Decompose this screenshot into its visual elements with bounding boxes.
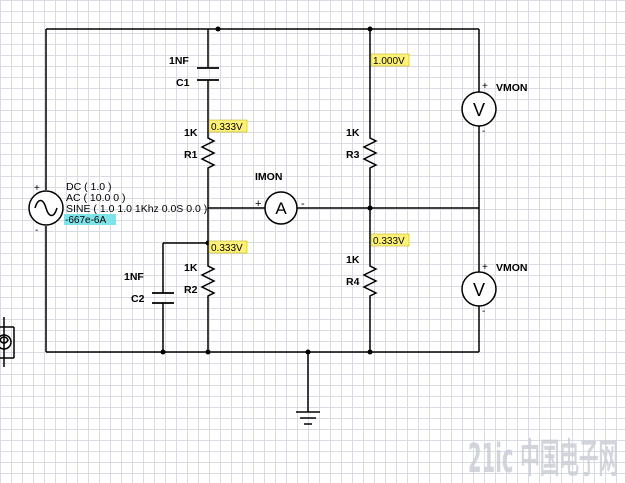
r4-ref: R4: [346, 276, 360, 288]
voltmeter-symbol: V: [473, 100, 485, 120]
plus-sign: +: [482, 81, 488, 92]
resistor-r3[interactable]: 1K R3: [346, 127, 378, 174]
r1-value: 1K: [184, 127, 198, 139]
r3-ref: R3: [346, 149, 360, 161]
capacitor-c2[interactable]: 1NF C2: [124, 271, 174, 305]
junction-dot: [215, 26, 221, 32]
r2-value: 1K: [184, 262, 198, 274]
capacitor-c1[interactable]: 1NF C1: [169, 55, 219, 89]
probe-value: 0.333V: [373, 236, 405, 247]
junction-dot: [205, 349, 211, 355]
junction-dot: [305, 349, 311, 355]
junctions: [160, 26, 373, 355]
plus-sign: +: [34, 183, 40, 194]
r1-ref: R1: [184, 149, 198, 161]
resistor-zigzag: [200, 134, 216, 174]
probe-bg: [208, 119, 248, 133]
junction-dot: [160, 349, 166, 355]
voltmeter-body: [461, 271, 497, 307]
c1-ref: C1: [176, 77, 190, 89]
junction-dot: [367, 26, 373, 32]
partial-component-icon[interactable]: [0, 317, 15, 367]
ground-icon[interactable]: [296, 411, 320, 425]
vmon-bottom-ref: VMON: [496, 262, 528, 274]
ammeter-imon[interactable]: A + - IMON: [255, 171, 305, 225]
c2-value: 1NF: [124, 271, 144, 283]
current-readout-bg: [64, 214, 116, 225]
source-dc-label: DC ( 1.0 ): [66, 181, 112, 193]
partial-coil: [0, 334, 12, 350]
ammeter-body: [264, 191, 298, 225]
r3-value: 1K: [346, 127, 360, 139]
source-ac-label: AC ( 10.0 0 ): [66, 192, 126, 204]
partial-loop: [0, 336, 9, 344]
probe-value: 0.333V: [211, 122, 243, 133]
voltmeter-vmon-top[interactable]: V + - VMON: [461, 81, 528, 137]
voltmeter-vmon-bottom[interactable]: V + - VMON: [461, 262, 528, 317]
r4-value: 1K: [346, 254, 360, 266]
r2-ref: R2: [184, 284, 198, 296]
source-sine-label: SINE ( 1.0 1.0 1Khz 0.0S 0.0 ): [66, 203, 207, 215]
probe-bg: [370, 53, 410, 67]
watermark-text: 21ic 中国电子网: [468, 436, 618, 482]
resistor-r1[interactable]: 1K R1: [184, 127, 216, 174]
minus-sign: -: [301, 198, 305, 210]
c1-value: 1NF: [169, 55, 189, 67]
voltage-probe-r1[interactable]: 0.333V: [208, 119, 248, 133]
probe-bg: [208, 240, 248, 254]
c2-ref: C2: [131, 293, 145, 305]
source-current-readout: -667e-6A: [65, 215, 106, 226]
resistor-zigzag: [362, 262, 378, 302]
vmon-top-ref: VMON: [496, 82, 528, 94]
probe-bg: [370, 233, 410, 247]
voltage-probe-r4[interactable]: 0.333V: [370, 233, 410, 247]
sine-wave-icon: [34, 199, 58, 217]
minus-sign: -: [482, 306, 485, 317]
probe-value: 0.333V: [211, 243, 243, 254]
resistor-r2[interactable]: 1K R2: [184, 262, 216, 302]
junction-dot: [367, 205, 373, 211]
probe-value: 1.000V: [373, 56, 405, 67]
resistor-r4[interactable]: 1K R4: [346, 254, 378, 302]
ac-source[interactable]: + - DC ( 1.0 ) AC ( 10.0 0 ) SINE ( 1.0 …: [28, 181, 207, 236]
resistor-zigzag: [200, 262, 216, 302]
minus-sign: -: [482, 126, 485, 137]
voltmeter-symbol: V: [473, 280, 485, 300]
plus-sign: +: [255, 198, 261, 210]
voltage-probe-r2[interactable]: 0.333V: [208, 240, 248, 254]
ammeter-symbol: A: [275, 199, 287, 218]
wires: [45, 28, 480, 412]
junction-dot: [367, 349, 373, 355]
imon-ref: IMON: [255, 171, 282, 183]
minus-sign: -: [35, 225, 38, 236]
plus-sign: +: [482, 262, 488, 273]
resistor-zigzag: [362, 134, 378, 174]
watermark-logo: 21ic 中国电子网: [468, 436, 618, 482]
voltage-probe-top-right[interactable]: 1.000V: [370, 53, 410, 67]
voltmeter-body: [461, 91, 497, 127]
